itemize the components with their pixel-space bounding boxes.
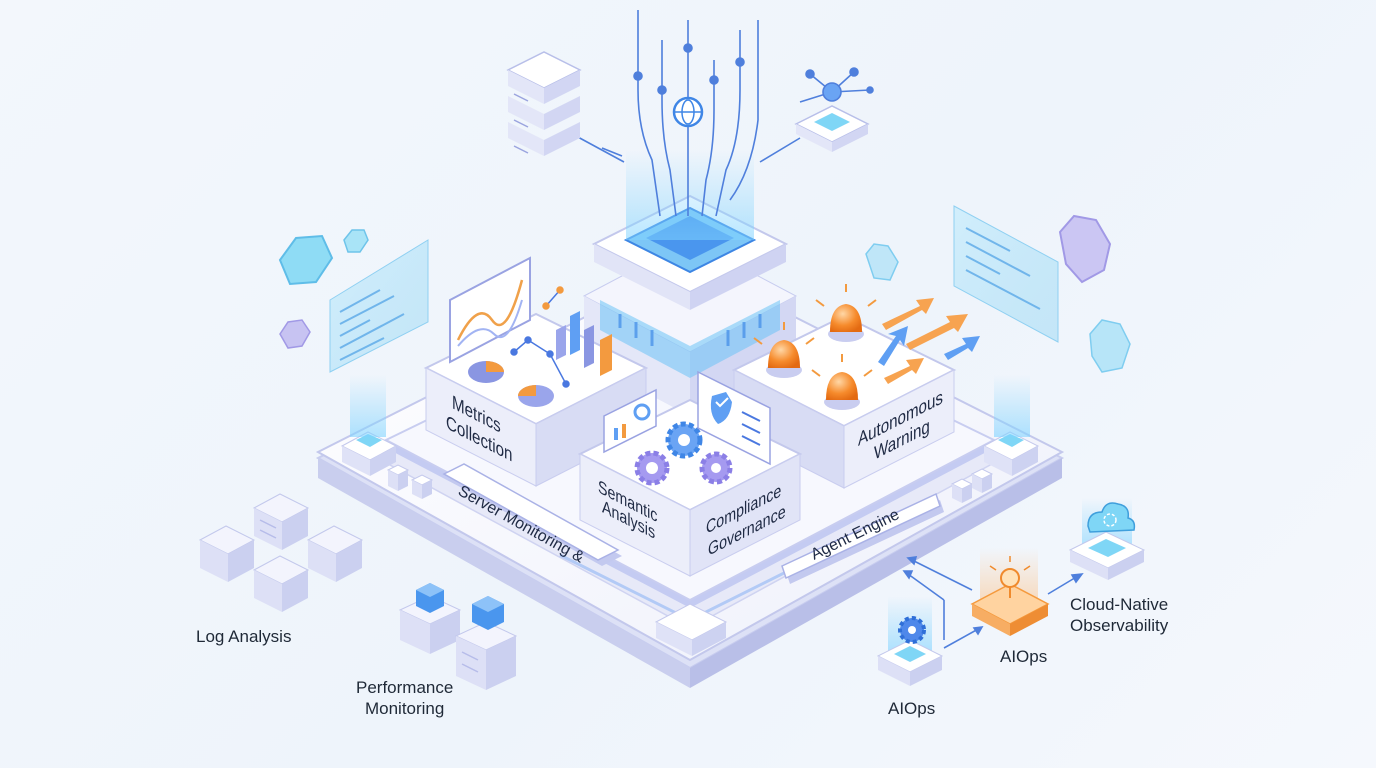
cloud-native-line2: Observability: [1070, 616, 1169, 635]
small-cubes-right: [950, 468, 994, 503]
performance-monitoring-blocks: [398, 583, 518, 690]
hexagon-decor: [278, 229, 369, 349]
aiops-gear-block: [876, 596, 944, 686]
gear-icon: [665, 421, 703, 459]
cloud-native-label: Cloud-Native Observability: [1070, 594, 1168, 636]
floating-code-panel-right: [953, 205, 1059, 343]
corner-block-left: [340, 431, 398, 476]
left-corner-beam: [350, 375, 386, 437]
cloud-native-block: [1068, 498, 1146, 580]
performance-monitoring-label: Performance Monitoring: [356, 677, 453, 719]
aiops-label-center: AIOps: [888, 699, 936, 718]
aiops-lightbulb-block: [970, 548, 1050, 636]
right-corner-beam: [994, 375, 1030, 437]
aiops-label-right: AIOps: [1000, 647, 1048, 666]
cloud-native-line1: Cloud-Native: [1070, 595, 1169, 614]
gear-icon: [898, 616, 926, 644]
cloud-icon: [1087, 502, 1136, 533]
log-analysis-label: Log Analysis: [196, 627, 292, 646]
globe-icon: [672, 96, 704, 128]
alarm-light-icon: [828, 304, 864, 342]
flow-arrows-aiops: [902, 556, 1084, 649]
alarm-light-icon: [766, 340, 802, 378]
bar-chart-icon: [556, 311, 612, 376]
performance-label-line1: Performance: [356, 678, 454, 697]
hexagon-decor: [865, 214, 1131, 373]
module-autonomous-warning: Autonomous Warning: [731, 284, 980, 489]
trend-arrows-icon: [878, 298, 980, 384]
lightbulb-icon: [989, 556, 1031, 598]
gear-icon: [634, 450, 670, 486]
server-stack-icon: [506, 51, 582, 156]
floating-code-panel-left: [329, 239, 429, 373]
scatter-network-icon: [510, 286, 570, 388]
analytics-card-icon: [603, 388, 657, 454]
small-cubes-left: [386, 464, 434, 499]
line-chart-screen: [449, 256, 531, 364]
log-analysis-cubes: [198, 493, 364, 612]
corner-block-right: [982, 431, 1040, 476]
module-metrics-collection: Metrics Collection: [423, 256, 649, 487]
gear-icon: [699, 451, 733, 485]
data-flow-lines: [575, 10, 801, 217]
alarm-light-icon: [824, 372, 860, 410]
pie-chart-icon: [468, 361, 554, 407]
performance-label-line2: Monitoring: [364, 699, 445, 718]
network-node-icon: [794, 67, 874, 152]
corner-block-front: [654, 603, 728, 656]
shield-checklist-icon: [697, 370, 771, 466]
